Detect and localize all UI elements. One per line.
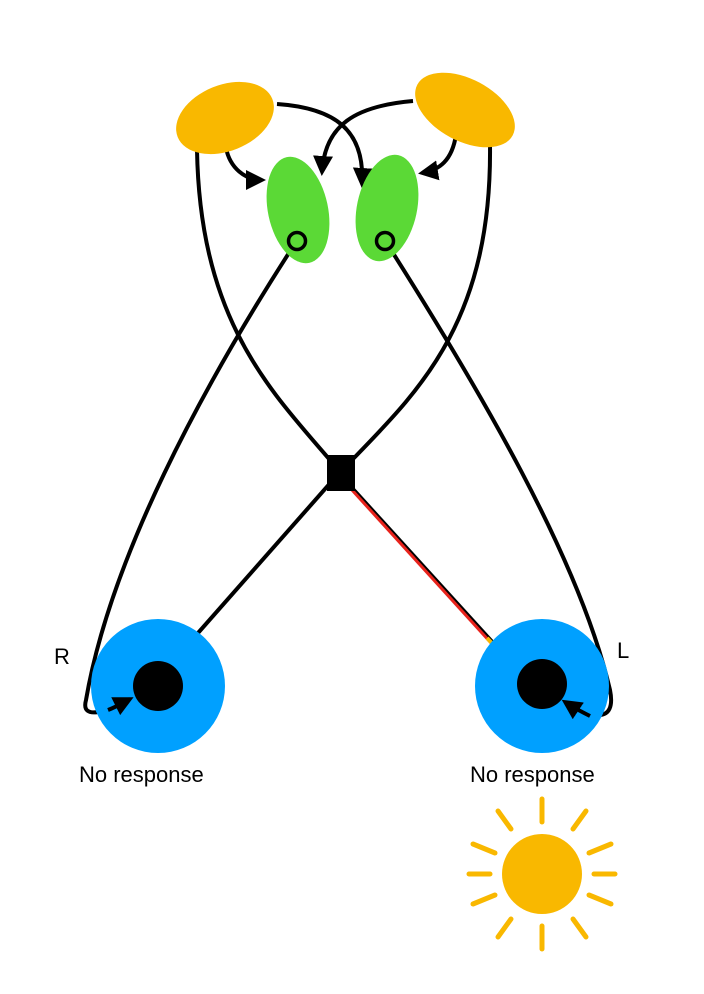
left-eye-response-caption: No response xyxy=(470,762,595,787)
nucleus-right-cross-arrow xyxy=(313,99,414,176)
pretectal-junction xyxy=(327,455,355,491)
right-eye-label: R xyxy=(54,644,70,669)
right-eye-optic-fiber xyxy=(196,470,342,635)
efferent-pathway-right-eye xyxy=(83,240,298,717)
left-eye-stimulated-signal xyxy=(350,488,494,646)
nucleus-left-direct-arrow xyxy=(224,147,266,190)
left-pupil-arrow xyxy=(561,699,591,720)
right-pupil-arrow xyxy=(107,697,134,716)
relay-nucleus-right xyxy=(355,154,419,262)
nucleus-right xyxy=(415,72,515,148)
relay-left-terminal xyxy=(286,230,308,252)
relay-nucleus-left xyxy=(266,156,330,264)
right-eye-pupil xyxy=(133,661,183,711)
left-eye-label: L xyxy=(617,638,630,663)
relay-right-terminal xyxy=(374,230,396,252)
right-eye-response-caption: No response xyxy=(79,762,204,787)
sun-icon xyxy=(466,796,618,952)
nucleus-right-direct-arrow xyxy=(418,134,458,181)
left-eye-pupil xyxy=(517,659,567,709)
nucleus-left xyxy=(176,81,274,155)
nucleus-left-to-junction-fiber xyxy=(195,149,332,462)
